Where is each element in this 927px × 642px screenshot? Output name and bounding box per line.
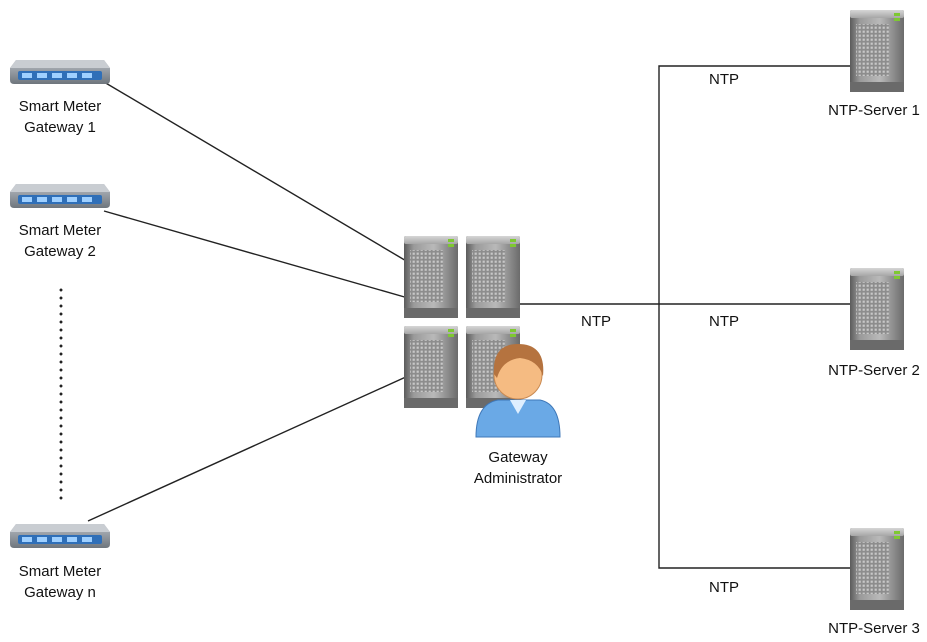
ntp-server-2-label: NTP-Server 2 [828,362,920,379]
edge-gateway2-admin [103,210,409,299]
gateway-2-icon [10,184,110,208]
gateway-n-label: Smart Meter Gateway n [19,561,102,603]
gateway-2-label-line1: Smart Meter [18,222,102,239]
gateway-n-icon [10,524,110,548]
administrator-user-icon [475,344,561,438]
ntp-server-1-icon [850,10,904,92]
gateway-2-label: Smart Meter Gateway 2 [19,220,102,262]
administrator-label: Gateway Administrator [474,447,562,489]
gateway-n-label-line2: Gateway n [24,584,96,601]
ntp-server-1-label: NTP-Server 1 [828,102,920,119]
edge-label-server3-ntp: NTP [709,579,739,596]
connections [87,65,851,569]
edge-label-server1-ntp: NTP [709,71,739,88]
ntp-server-3-label: NTP-Server 3 [828,620,920,637]
gateway-1-label: Smart Meter Gateway 1 [19,96,102,138]
edge-gatewayn-admin [87,375,409,522]
gateway-1-label-line2: Gateway 1 [24,119,96,136]
gateway-ellipsis [59,286,63,500]
gateway-1-label-line1: Smart Meter [18,98,102,115]
gateway-1-icon [10,60,110,84]
administrator-label-line1: Gateway [488,449,548,466]
gateway-2-label-line2: Gateway 2 [24,243,96,260]
edge-label-server2-ntp: NTP [709,313,739,330]
ntp-server-2-icon [850,268,904,350]
administrator-label-line2: Administrator [473,470,563,487]
ntp-server-3-icon [850,528,904,610]
edge-hub-server1 [658,65,851,304]
edge-hub-server3 [658,304,851,569]
gateway-n-label-line1: Smart Meter [18,563,102,580]
edge-gateway1-admin [103,81,409,263]
edge-label-admin-ntp: NTP [581,313,611,330]
